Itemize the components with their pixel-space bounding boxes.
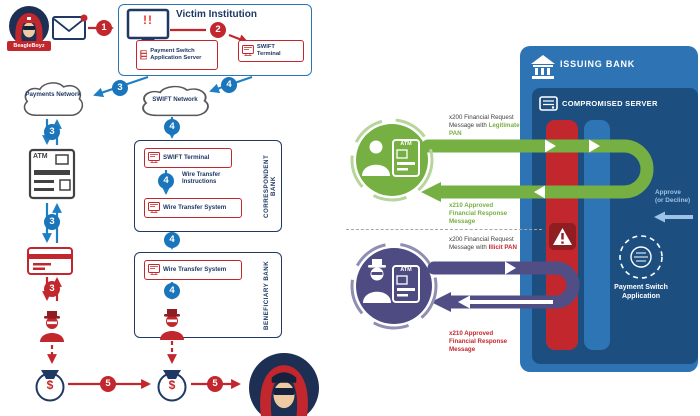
swift-network-cloud <box>142 85 209 117</box>
flow-divider-line <box>346 229 542 230</box>
payment-switch-server-label: Payment Switch Application Server <box>150 48 202 61</box>
attacker-badge: BeagleBoyz <box>7 41 51 51</box>
illicit-flow-band <box>427 261 580 312</box>
issuing-bank-title: ISSUING BANK <box>560 59 636 69</box>
approve-line-2: (or Decline) <box>655 197 691 205</box>
payments-network-cloud <box>23 82 84 117</box>
approve-line-1: Approve <box>655 189 681 196</box>
correspondent-swift-terminal-label: SWIFT Terminal <box>163 154 210 162</box>
terminal-icon <box>242 45 254 56</box>
step-5-badge: 5 <box>100 376 116 392</box>
server-icon <box>140 50 148 60</box>
beneficiary-bank-side-label: BENEFICIARY BANK <box>263 260 270 330</box>
correspondent-wire-system-label: Wire Transfer System <box>163 204 227 212</box>
step-4-badge: 4 <box>221 77 237 93</box>
step-1-badge: 1 <box>96 20 112 36</box>
terminal-icon <box>148 202 160 213</box>
illicit-pan-text: Illicit PAN <box>488 243 517 251</box>
step-4-badge: 4 <box>164 119 180 135</box>
payments-network-label: Payments Network <box>25 91 81 98</box>
wire-transfer-instructions-label: Wire Transfer Instructions <box>182 172 221 186</box>
illicit-response-text: x210 Approved Financial Response Message <box>449 330 508 353</box>
step-4-badge: 4 <box>158 173 174 189</box>
phishing-email-icon <box>52 14 88 40</box>
atm-mini-label: ATM <box>400 267 412 273</box>
money-bag-icon <box>35 370 65 402</box>
atm-mini-label: ATM <box>400 141 412 147</box>
compromised-server-title: COMPROMISED SERVER <box>562 99 658 108</box>
malware-alert-text: !! <box>143 13 153 27</box>
payment-switch-icon <box>619 235 663 279</box>
step-3-badge: 3 <box>44 214 60 230</box>
money-mule-icon <box>40 311 64 342</box>
bank-icon <box>531 55 555 79</box>
payment-switch-application-label: Payment Switch Application <box>614 284 668 300</box>
swift-network-label: SWIFT Network <box>152 96 198 103</box>
server-icon <box>539 96 558 111</box>
illicit-request-prefix: x200 Financial Request Message with <box>449 236 514 251</box>
money-bag-icon <box>157 370 187 402</box>
criminal-atm-user-icon <box>350 242 438 330</box>
step-3-badge: 3 <box>44 124 60 140</box>
attacker-avatar-large-icon <box>249 353 319 416</box>
legitimate-response-text: x210 Approved Financial Response Message <box>449 202 508 225</box>
payment-switch-server-box: Payment Switch Application Server <box>136 40 218 70</box>
swift-terminal-label: SWIFT Terminal <box>256 44 281 57</box>
payment-card-icon <box>27 247 73 275</box>
money-bag-symbol: $ <box>168 378 176 392</box>
illicit-request-text: x200 Financial Request Message with Illi… <box>449 236 529 252</box>
legitimate-pan-text: Legitimate PAN <box>449 121 520 137</box>
money-mule-icon <box>160 309 184 340</box>
legitimate-flow-band <box>421 139 654 202</box>
atm-label: ATM <box>33 153 48 160</box>
correspondent-bank-side-label: CORRESPONDENT BANK <box>263 154 277 218</box>
step-5-badge: 5 <box>207 376 223 392</box>
step-3-badge: 3 <box>112 80 128 96</box>
atm-machine-icon <box>28 148 76 200</box>
approve-arrow <box>654 211 693 223</box>
victim-institution-title: Victim Institution <box>176 9 257 20</box>
correspondent-wire-system-box: Wire Transfer System <box>144 198 242 218</box>
step-4-badge: 4 <box>164 283 180 299</box>
step-4-badge: 4 <box>164 232 180 248</box>
legitimate-request-text: x200 Financial Request Message with Legi… <box>449 114 529 137</box>
swift-terminal-box: SWIFT Terminal <box>238 40 304 62</box>
beneficiary-wire-system-box: Wire Transfer System <box>144 260 242 280</box>
approve-decline-text: Approve (or Decline) <box>655 189 699 206</box>
legitimate-atm-user-icon <box>350 118 434 202</box>
payment-switch-bar <box>584 120 610 350</box>
terminal-icon <box>148 152 160 163</box>
warning-icon <box>549 223 576 250</box>
compromised-workstation-icon <box>126 8 170 48</box>
terminal-icon <box>148 264 160 275</box>
money-bag-symbol: $ <box>46 378 54 392</box>
correspondent-swift-terminal-box: SWIFT Terminal <box>144 148 232 168</box>
step-3-badge: 3 <box>44 281 60 297</box>
step-2-badge: 2 <box>210 22 226 38</box>
legitimate-request-prefix: x200 Financial Request Message with <box>449 114 514 129</box>
attacker-avatar-icon <box>9 6 49 46</box>
beneficiary-wire-system-label: Wire Transfer System <box>163 266 227 274</box>
